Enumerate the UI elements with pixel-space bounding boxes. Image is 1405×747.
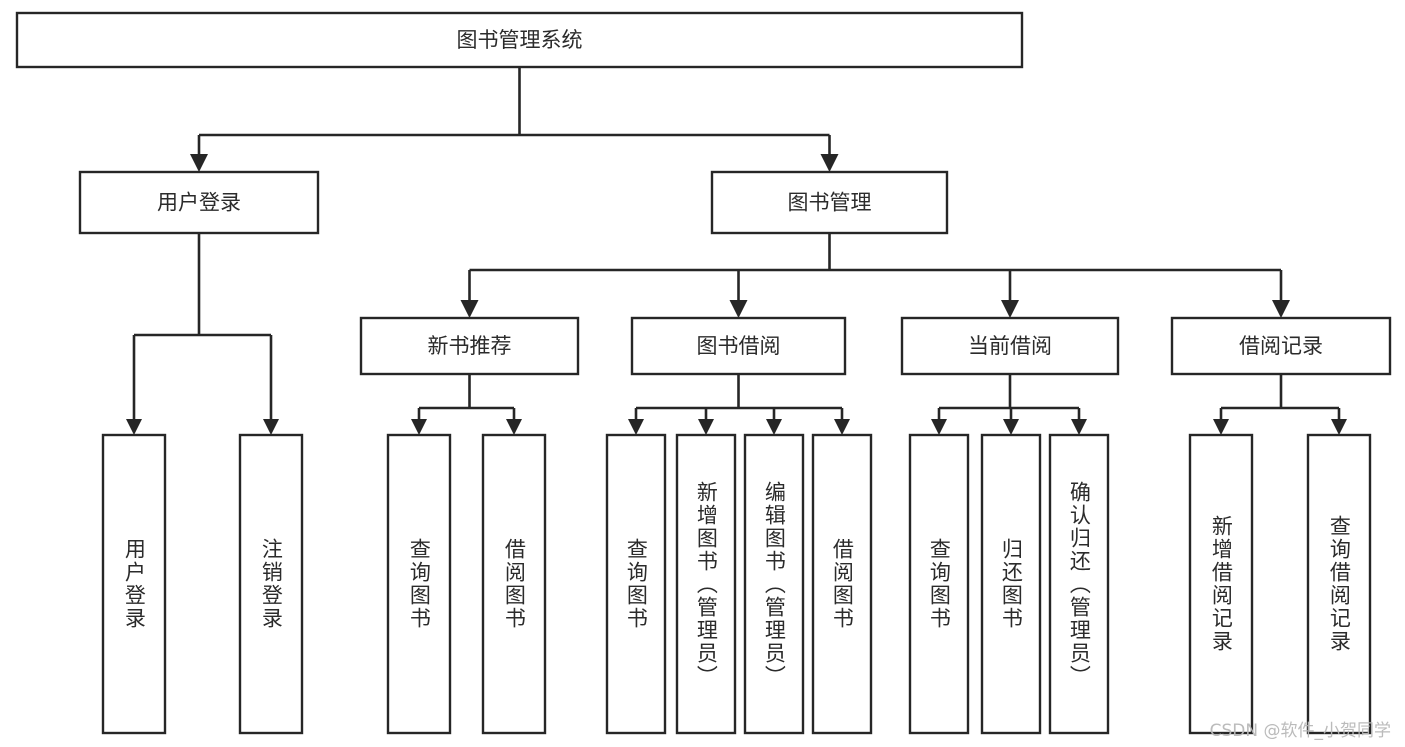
node-leaf-box-6[interactable] [675,433,737,735]
node-leaf-box-3[interactable] [386,433,452,735]
node-leaf-box-7[interactable] [743,433,805,735]
node-box-group [15,11,1392,735]
node-leaf-box-1[interactable] [101,433,167,735]
node-level3-box-1[interactable] [359,316,580,376]
node-level3-box-3[interactable] [900,316,1120,376]
arrow-head [1001,300,1019,318]
node-level3-label-1: 新书推荐 [428,334,512,358]
arrow-head [190,154,208,172]
arrow-head [1331,419,1347,435]
node-level2-box-2[interactable] [710,170,949,235]
node-root-label: 图书管理系统 [457,28,583,52]
node-leaf-box-5[interactable] [605,433,667,735]
arrow-head [1003,419,1019,435]
node-leaf-box-12[interactable] [1188,433,1254,735]
node-level2-label-2: 图书管理 [788,191,872,215]
watermark-text: CSDN @软件_小贺同学 [1209,721,1391,741]
arrow-head [506,419,522,435]
arrow-head [460,300,479,318]
node-leaf-box-10[interactable] [980,433,1042,735]
connector-group [126,67,1347,435]
node-level3-label-2: 图书借阅 [697,334,781,358]
arrow-head [628,419,644,435]
arrow-head [1272,300,1290,318]
arrow-head [729,300,748,318]
arrow-head [263,419,279,435]
node-leaf-box-13[interactable] [1306,433,1372,735]
node-level2-label-1: 用户登录 [157,191,241,215]
arrow-head [834,419,850,435]
node-level3-box-2[interactable] [630,316,847,376]
arrow-head [1071,419,1087,435]
node-level3-label-4: 借阅记录 [1239,334,1323,358]
node-leaf-box-8[interactable] [811,433,873,735]
node-level2-box-1[interactable] [78,170,320,235]
arrow-head [766,419,782,435]
arrow-head [931,419,947,435]
arrow-head [126,419,142,435]
arrow-head [411,419,427,435]
arrow-head [1213,419,1229,435]
node-level3-label-3: 当前借阅 [968,334,1052,358]
node-leaf-box-9[interactable] [908,433,970,735]
arrow-head [820,154,839,172]
node-level3-box-4[interactable] [1170,316,1392,376]
arrow-head [698,419,714,435]
node-leaf-box-2[interactable] [238,433,304,735]
node-leaf-box-11[interactable] [1048,433,1110,735]
node-root-box[interactable] [15,11,1024,69]
node-leaf-box-4[interactable] [481,433,547,735]
